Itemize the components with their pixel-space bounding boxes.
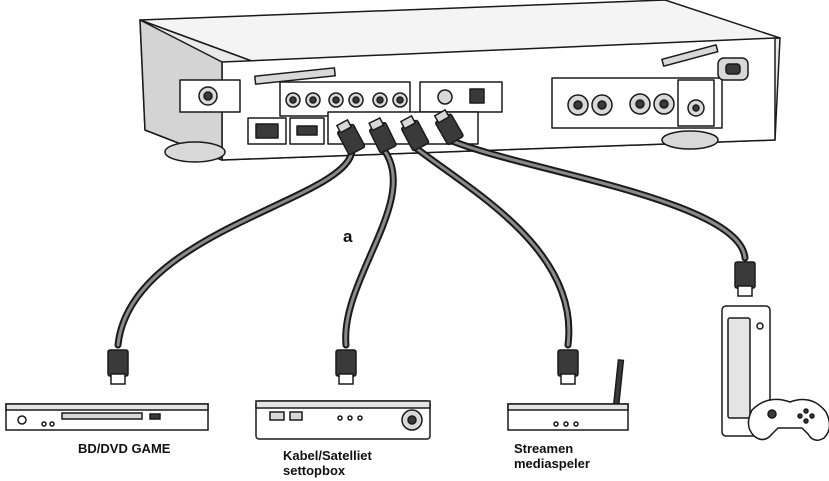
settop-box-label: Kabel/Satelliet settopbox (283, 448, 372, 478)
hdmi-cable-3-core (414, 146, 571, 347)
game-console-icon (721, 305, 771, 437)
cable-callout-label: a (343, 227, 353, 246)
game-controller-icon (747, 398, 829, 441)
hdmi-cable-1 (114, 146, 356, 349)
bd-dvd-label-line-1: BD/DVD GAME (78, 441, 171, 456)
streamer-label-line-1: Streamen (514, 441, 574, 456)
device-hdmi-plugs (107, 261, 756, 385)
media-streamer-icon (507, 359, 629, 431)
bd-dvd-label: BD/DVD GAME (78, 441, 170, 456)
bd-dvd-player-icon (5, 403, 209, 431)
settop-box-icon (255, 400, 431, 440)
hdmi-cable-2-core (344, 148, 395, 347)
hdmi-cable-1-core (116, 148, 354, 347)
hdmi-cable-4 (446, 136, 749, 262)
streamer-label-line-2: mediaspeler (514, 456, 590, 471)
streamer-label: Streamen mediaspeler (514, 441, 590, 471)
settop-box-label-line-2: settopbox (283, 463, 346, 478)
receiver-hdmi-plugs (335, 108, 464, 156)
hdmi-cable-2 (342, 146, 397, 349)
hdmi-cable-4-core (448, 138, 747, 260)
hdmi-cable-3 (412, 144, 573, 349)
settop-box-label-line-1: Kabel/Satelliet (283, 448, 372, 463)
